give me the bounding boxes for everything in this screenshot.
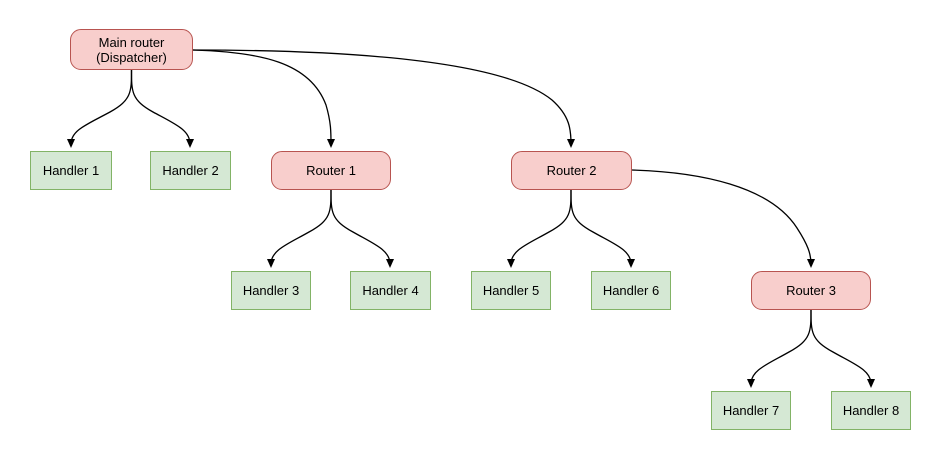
handler-2-label: Handler 2 <box>162 163 219 178</box>
node-handler-4[interactable]: Handler 4 <box>350 271 431 310</box>
node-handler-6[interactable]: Handler 6 <box>591 271 671 310</box>
handler-8-label: Handler 8 <box>842 403 900 418</box>
handler-4-label: Handler 4 <box>362 283 419 298</box>
handler-5-label: Handler 5 <box>482 283 540 298</box>
node-router-2[interactable]: Router 2 <box>511 151 632 190</box>
edge-main-to-router-2 <box>192 49 575 148</box>
handler-1-label: Handler 1 <box>42 163 100 178</box>
router-3-label: Router 3 <box>786 283 836 298</box>
node-handler-1[interactable]: Handler 1 <box>30 151 112 190</box>
handler-7-label: Handler 7 <box>722 403 780 418</box>
router-2-label: Router 2 <box>546 163 597 178</box>
node-handler-2[interactable]: Handler 2 <box>150 151 231 190</box>
edge-main-to-router-1 <box>192 49 335 148</box>
main-router-label: Main router (Dispatcher) <box>96 34 167 65</box>
node-handler-7[interactable]: Handler 7 <box>711 391 791 430</box>
handler-6-label: Handler 6 <box>602 283 660 298</box>
node-main-router[interactable]: Main router (Dispatcher) <box>70 29 193 70</box>
node-router-1[interactable]: Router 1 <box>271 151 391 190</box>
router-1-label: Router 1 <box>306 163 356 178</box>
edge-router-2-to-handler-6 <box>570 189 635 268</box>
edge-router-2-to-handler-5 <box>507 189 572 268</box>
node-handler-3[interactable]: Handler 3 <box>231 271 311 310</box>
edge-main-to-handler-1 <box>67 69 133 148</box>
handler-3-label: Handler 3 <box>242 283 300 298</box>
edge-router-2-to-router-3 <box>631 169 815 268</box>
edge-router-1-to-handler-3 <box>267 189 332 268</box>
edge-router-1-to-handler-4 <box>330 189 394 268</box>
edge-main-to-handler-2 <box>130 69 194 148</box>
node-router-3[interactable]: Router 3 <box>751 271 871 310</box>
node-handler-8[interactable]: Handler 8 <box>831 391 911 430</box>
node-handler-5[interactable]: Handler 5 <box>471 271 551 310</box>
edge-router-3-to-handler-8 <box>810 309 875 388</box>
edge-router-3-to-handler-7 <box>747 309 812 388</box>
